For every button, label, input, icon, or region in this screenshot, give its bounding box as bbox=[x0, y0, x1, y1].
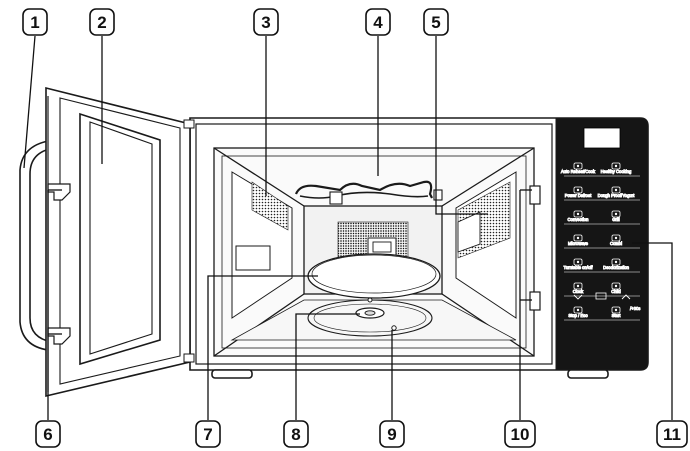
down-arrow-icon bbox=[573, 294, 583, 300]
callout-1: 1 bbox=[22, 8, 48, 36]
door-safety-slot-lower bbox=[529, 291, 541, 311]
panel-button-label: Healthy Cooking bbox=[601, 169, 632, 174]
panel-button-label: Convection bbox=[568, 217, 590, 222]
panel-button-reheat[interactable]: Auto Reheat/Cook bbox=[560, 162, 596, 174]
callout-7: 7 bbox=[195, 420, 221, 448]
callout-group: 1 2 3 4 5 6 7 8 9 10 11 bbox=[22, 8, 688, 448]
convection-icon bbox=[573, 210, 583, 218]
foot-left bbox=[211, 369, 253, 379]
panel-button-label: Auto Reheat/Cook bbox=[561, 169, 596, 174]
oven-cavity bbox=[213, 147, 541, 357]
panel-button-label: Clock bbox=[573, 289, 584, 294]
callout-label: 4 bbox=[373, 13, 383, 32]
start-extra-label: /+30s bbox=[630, 306, 640, 311]
stop-icon bbox=[573, 306, 583, 314]
panel-button-clock[interactable]: Clock bbox=[572, 282, 585, 294]
combi-icon bbox=[611, 234, 621, 242]
panel-button-grill[interactable]: Grill bbox=[611, 210, 621, 222]
child-icon bbox=[611, 282, 621, 290]
callout-label: 2 bbox=[97, 13, 106, 32]
select-icon bbox=[595, 292, 607, 300]
leader-lines bbox=[23, 35, 673, 420]
panel-button-turntable[interactable]: Turntable on/off bbox=[563, 258, 594, 270]
turntable-icon bbox=[573, 258, 583, 266]
callout-3: 3 bbox=[253, 8, 279, 36]
panel-button-dough[interactable]: Dough Proof/Yogurt bbox=[597, 186, 636, 198]
clock-icon bbox=[573, 282, 583, 290]
door-window bbox=[79, 112, 161, 366]
callout-10: 10 bbox=[504, 420, 536, 448]
left-vent bbox=[251, 181, 289, 231]
door-latch-upper bbox=[47, 183, 71, 201]
callout-label: 3 bbox=[261, 13, 270, 32]
door-latch-lower bbox=[47, 327, 71, 345]
up-arrow-icon bbox=[621, 294, 631, 300]
panel-button-deodorize[interactable]: Deodorization bbox=[603, 258, 630, 270]
panel-button-stop[interactable]: Stop / Eco bbox=[568, 306, 589, 318]
defrost-icon bbox=[573, 186, 583, 194]
dough-icon bbox=[611, 186, 621, 194]
glass-tray bbox=[307, 253, 441, 299]
panel-button-label: Start bbox=[612, 313, 622, 318]
grill-heater bbox=[294, 180, 433, 199]
panel-button-label: Stop / Eco bbox=[568, 313, 588, 318]
oven-door bbox=[19, 86, 195, 398]
panel-button-microwave[interactable]: Microwave bbox=[568, 234, 589, 246]
panel-button-child[interactable]: Child bbox=[611, 282, 622, 294]
callout-11: 11 bbox=[656, 420, 688, 448]
panel-button-convection[interactable]: Convection bbox=[567, 210, 590, 222]
callout-label: 6 bbox=[43, 425, 52, 444]
callout-label: 7 bbox=[203, 425, 212, 444]
reheat-icon bbox=[573, 162, 583, 170]
left-wall-cover bbox=[235, 245, 271, 271]
start-icon bbox=[611, 306, 621, 314]
panel-button-label: Combi bbox=[610, 241, 622, 246]
callout-2: 2 bbox=[89, 8, 115, 36]
microwave-icon bbox=[573, 234, 583, 242]
panel-button-label: Deodorization bbox=[603, 265, 630, 270]
callout-label: 1 bbox=[30, 13, 39, 32]
callout-9: 9 bbox=[379, 420, 405, 448]
panel-button-label: Grill bbox=[612, 217, 620, 222]
callout-8: 8 bbox=[283, 420, 309, 448]
callout-5: 5 bbox=[423, 8, 449, 36]
callout-6: 6 bbox=[35, 420, 61, 448]
panel-button-combi[interactable]: Combi bbox=[609, 234, 623, 246]
display-window bbox=[583, 127, 621, 149]
deodorize-icon bbox=[611, 258, 621, 266]
adjust-arrows[interactable] bbox=[573, 292, 631, 300]
panel-button-healthy[interactable]: Healthy Cooking bbox=[600, 162, 632, 174]
panel-button-label: Dough Proof/Yogurt bbox=[598, 193, 635, 198]
callout-label: 5 bbox=[431, 13, 440, 32]
panel-button-start[interactable]: Start bbox=[611, 306, 622, 318]
panel-button-label: Power Defrost bbox=[565, 193, 592, 198]
callout-label: 10 bbox=[511, 425, 530, 444]
callout-label: 9 bbox=[387, 425, 396, 444]
callout-label: 8 bbox=[291, 425, 300, 444]
panel-button-label: Child bbox=[611, 289, 621, 294]
callout-4: 4 bbox=[365, 8, 391, 36]
door-safety-slot-upper bbox=[529, 185, 541, 205]
panel-button-defrost[interactable]: Power Defrost bbox=[564, 186, 593, 198]
panel-button-label: Turntable on/off bbox=[563, 265, 593, 270]
foot-right bbox=[567, 369, 609, 379]
grill-icon bbox=[611, 210, 621, 218]
healthy-icon bbox=[611, 162, 621, 170]
callout-label: 11 bbox=[663, 425, 681, 444]
panel-button-label: Microwave bbox=[568, 241, 589, 246]
